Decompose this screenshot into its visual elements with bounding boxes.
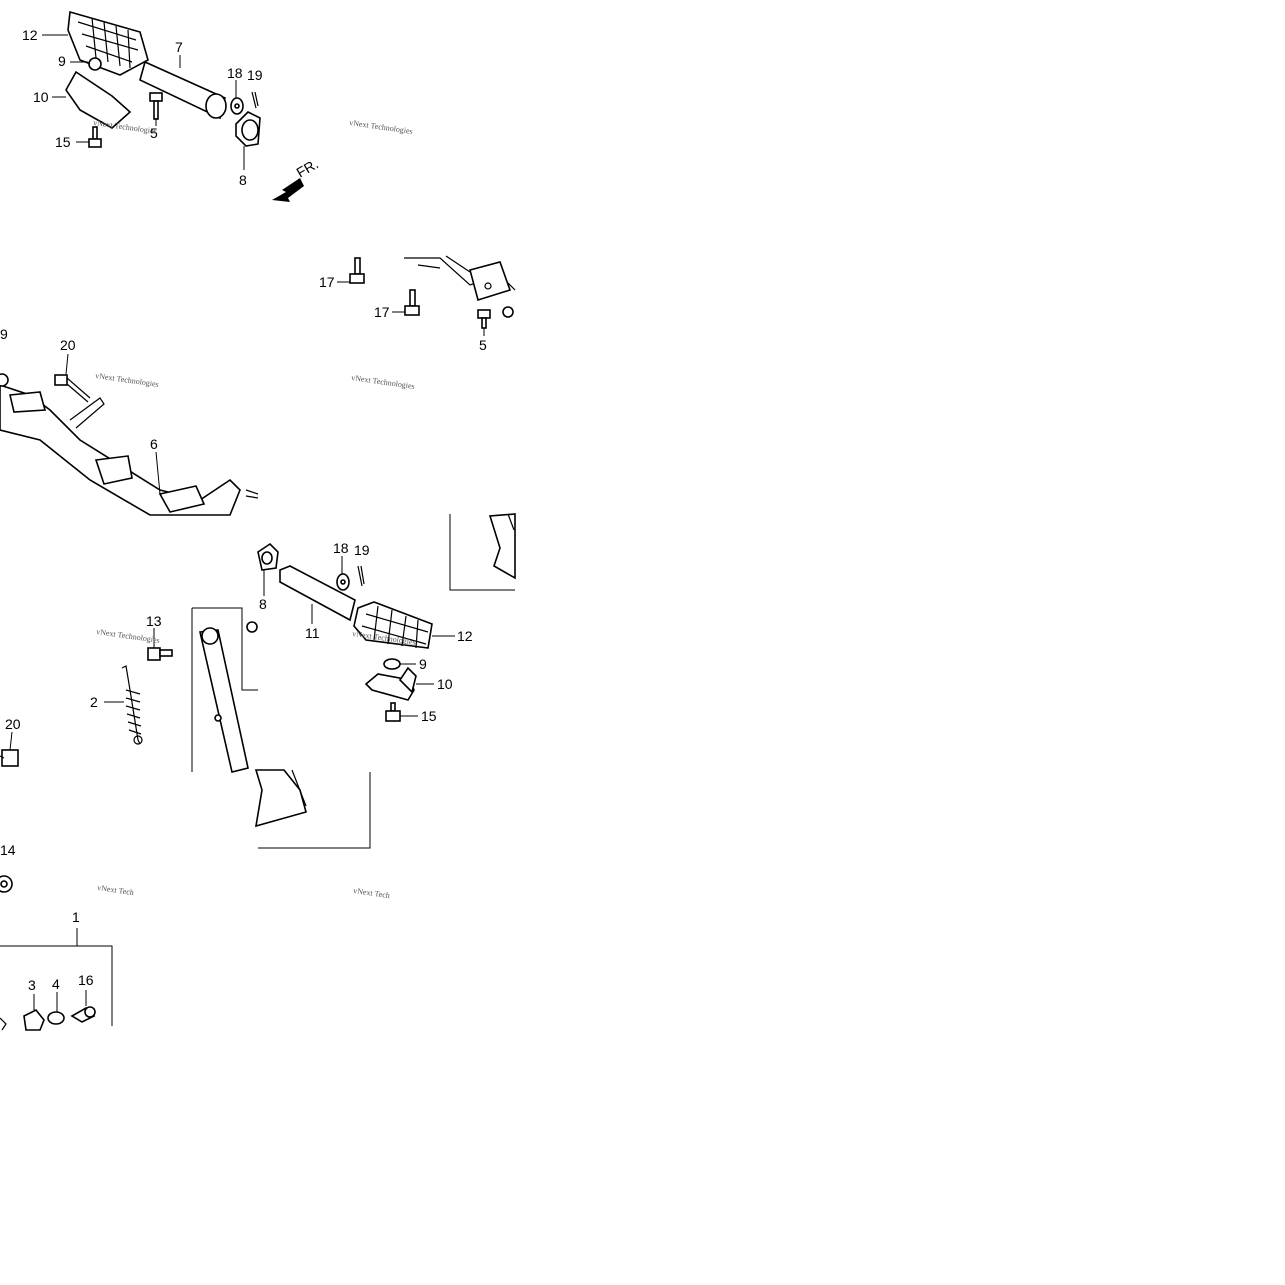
callout-1: 1 <box>72 909 80 925</box>
cotter-pin-19-top <box>251 91 259 109</box>
parts-kit-bracket-1 <box>0 928 113 1026</box>
side-stand-foot <box>254 769 307 828</box>
watermark-5: vNext Technologies <box>96 627 161 645</box>
callout-20-mid: 20 <box>60 337 76 353</box>
cotter-pin-19-mid <box>357 565 365 587</box>
footpeg-bracket-top <box>65 70 132 129</box>
footpeg-bar-11 <box>279 565 356 622</box>
part-4 <box>47 1011 65 1025</box>
footpeg-rubber-12-mid <box>353 601 433 649</box>
bolt-15-top <box>88 126 102 148</box>
watermark-4: vNext Technologies <box>351 373 416 391</box>
nut-14 <box>0 875 13 893</box>
callout-17-a: 17 <box>319 274 335 290</box>
callout-8-mid: 8 <box>259 596 267 612</box>
callout-18-mid: 18 <box>333 540 349 556</box>
callout-8-top: 8 <box>239 172 247 188</box>
bolt-5-top <box>149 92 163 120</box>
callout-9-partial: 9 <box>0 326 8 342</box>
bolt-13 <box>147 647 173 661</box>
footpeg-bar-top <box>139 60 227 120</box>
callout-10-mid: 10 <box>437 676 453 692</box>
watermark-2: vNext Technologies <box>349 118 414 136</box>
spring-2 <box>121 665 143 745</box>
front-arrow-icon: FR. <box>272 155 321 202</box>
direction-label: FR. <box>294 155 322 180</box>
callout-17-b: 17 <box>374 304 390 320</box>
callout-4: 4 <box>52 976 60 992</box>
callout-6: 6 <box>150 436 158 452</box>
callout-14: 14 <box>0 842 16 858</box>
callout-9-mid: 9 <box>419 656 427 672</box>
watermark-7: vNext Tech <box>97 883 135 897</box>
footpeg-rubber-top <box>67 10 149 76</box>
bolt-5-right <box>477 309 491 329</box>
sidestand-inset-frame <box>191 514 515 849</box>
watermark-8: vNext Tech <box>353 886 391 900</box>
washer-9-mid <box>383 658 401 670</box>
callout-11: 11 <box>305 625 320 641</box>
callout-5-right: 5 <box>479 337 487 353</box>
callout-9-top: 9 <box>58 53 66 69</box>
callout-2: 2 <box>90 694 98 710</box>
part-partial-left <box>0 1017 7 1031</box>
callout-15-top: 15 <box>55 134 71 150</box>
callout-19-mid: 19 <box>354 542 370 558</box>
callout-20-low: 20 <box>5 716 21 732</box>
part-3 <box>23 1008 45 1031</box>
callout-5-top: 5 <box>150 125 158 141</box>
plate-8-top <box>235 111 261 147</box>
bolt-20-mid <box>54 374 91 403</box>
bolt-17-a <box>349 257 365 284</box>
callout-16: 16 <box>78 972 94 988</box>
callout-19-top: 19 <box>247 67 263 83</box>
watermark-3: vNext Technologies <box>95 371 160 389</box>
washer-18-top <box>230 97 244 115</box>
callout-13: 13 <box>146 613 162 629</box>
frame-bracket-right <box>404 255 516 318</box>
stand-frame-6 <box>0 373 259 516</box>
callout-7-top: 7 <box>175 39 183 55</box>
bolt-15-mid <box>385 702 401 722</box>
plate-8-mid <box>257 542 279 571</box>
callout-3: 3 <box>28 977 36 993</box>
washer-18-mid <box>336 573 350 591</box>
bolt-20-low <box>0 749 19 767</box>
callout-12-top: 12 <box>22 27 38 43</box>
callout-10-top: 10 <box>33 89 49 105</box>
washer-top <box>88 57 102 71</box>
callouts: 12 9 10 15 5 7 18 19 8 17 17 5 9 20 6 18… <box>0 27 487 1012</box>
footpeg-bracket-10-mid <box>364 666 417 701</box>
callout-18-top: 18 <box>227 65 243 81</box>
callout-15-mid: 15 <box>421 708 437 724</box>
side-stand-leg <box>199 621 258 773</box>
part-16 <box>70 1006 96 1023</box>
bolt-17-b <box>404 289 420 316</box>
callout-12-mid: 12 <box>457 628 473 644</box>
side-stand-bracket-right <box>488 513 516 580</box>
watermark-1: vNext Technologies <box>93 118 158 136</box>
